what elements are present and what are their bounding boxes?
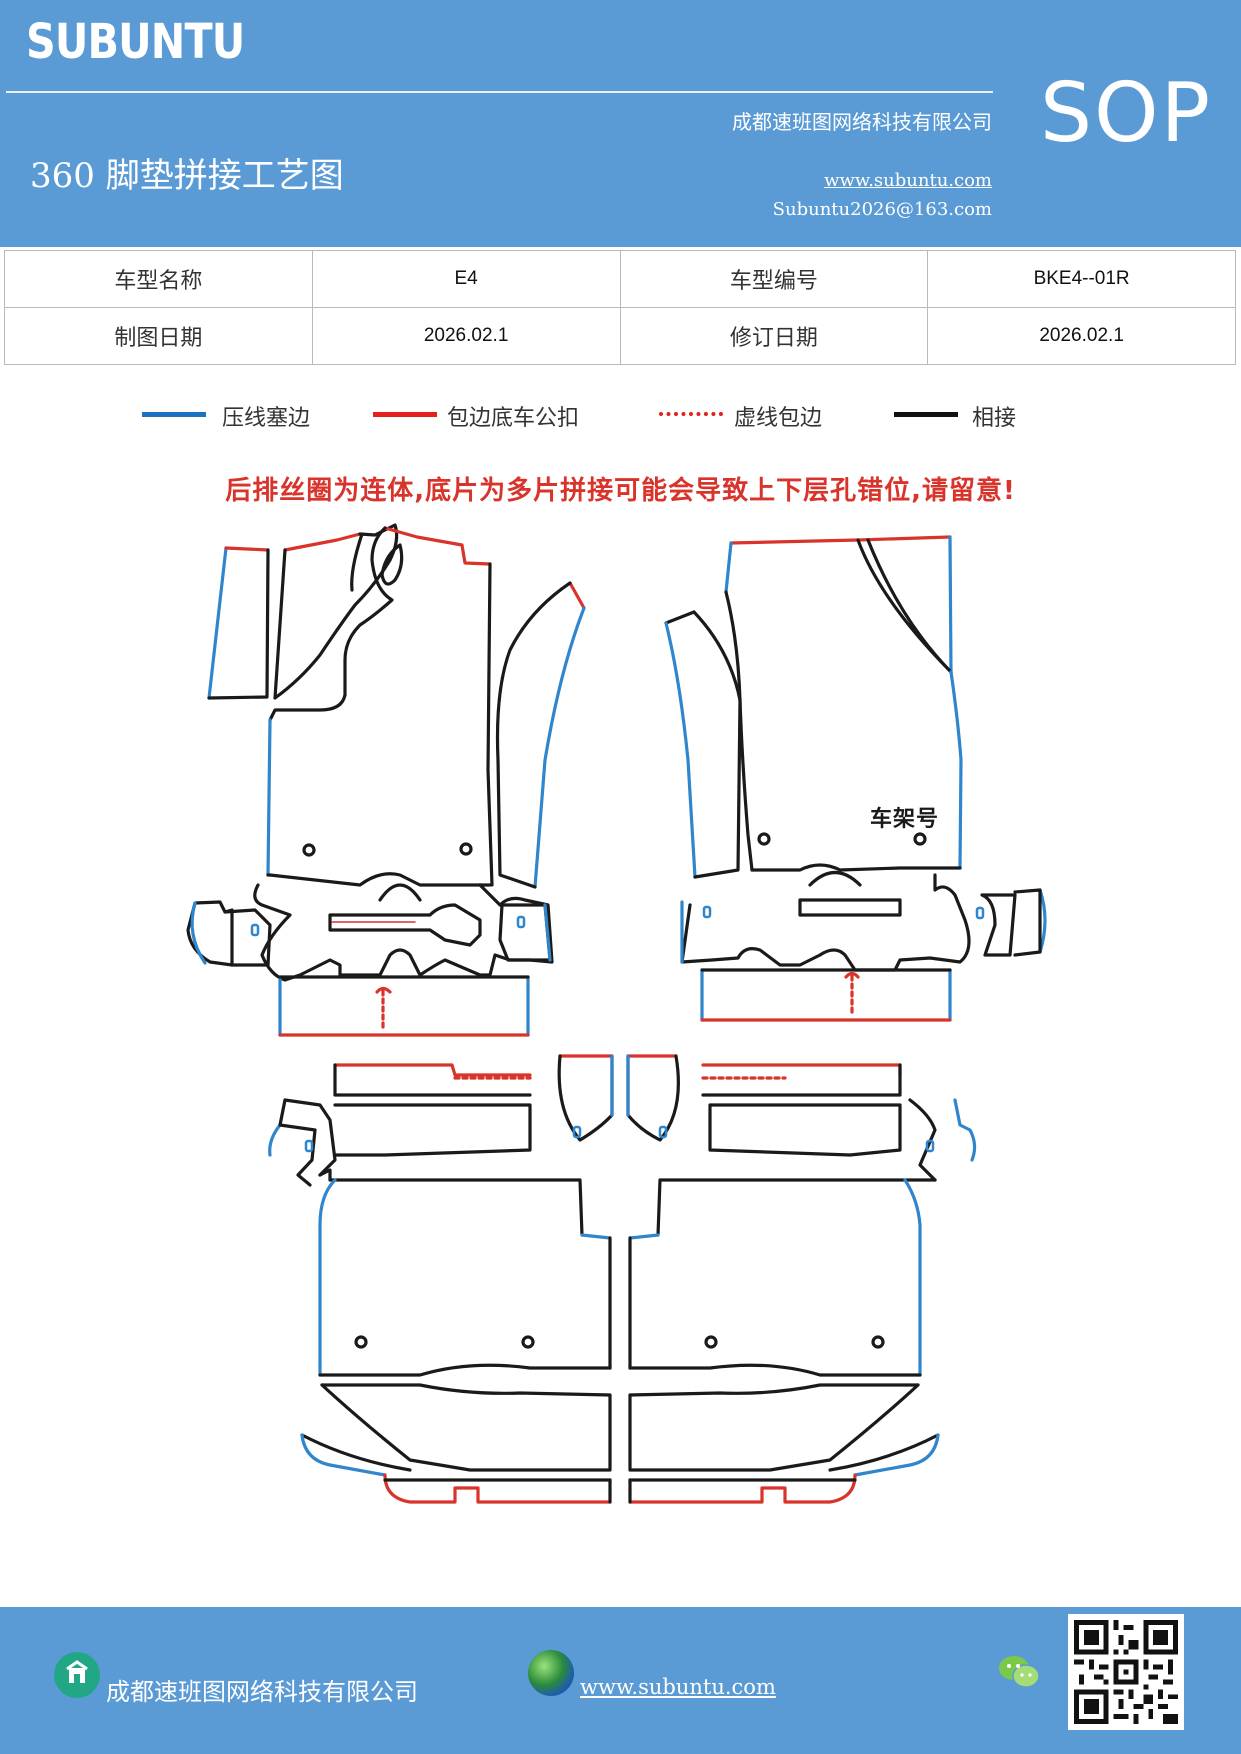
model-name-label: 车型名称 xyxy=(4,250,313,308)
sop-badge: SOP xyxy=(1040,66,1213,161)
legend-swatch-red-dashed xyxy=(659,412,723,416)
revise-date-value: 2026.02.1 xyxy=(927,307,1236,365)
draw-date-label: 制图日期 xyxy=(4,307,313,365)
legend-label: 虚线包边 xyxy=(734,406,823,431)
legend-swatch-blue xyxy=(142,412,206,417)
mat-splicing-diagram xyxy=(186,523,1047,1504)
footer-website-link[interactable]: www.subuntu.com xyxy=(580,1675,776,1699)
legend-label: 相接 xyxy=(972,406,1017,431)
rear-left-mat xyxy=(268,1054,614,1504)
draw-date-value: 2026.02.1 xyxy=(311,307,621,365)
header-banner xyxy=(0,0,1241,247)
revise-date-label: 修订日期 xyxy=(619,307,929,365)
rear-right-mat xyxy=(626,1054,977,1504)
brand-logo: SUBUNTU xyxy=(26,14,245,70)
building-icon xyxy=(54,1652,100,1698)
header-website-link[interactable]: www.subuntu.com xyxy=(824,170,992,191)
globe-icon xyxy=(528,1650,574,1696)
page-title: 360 脚垫拼接工艺图 xyxy=(30,156,344,196)
header-divider xyxy=(6,91,993,93)
model-code-label: 车型编号 xyxy=(619,250,929,308)
qr-code[interactable] xyxy=(1068,1614,1184,1730)
model-name-value: E4 xyxy=(311,250,621,308)
legend-label: 包边底车公扣 xyxy=(447,406,580,431)
footer-company: 成都速班图网络科技有限公司 xyxy=(106,1678,418,1706)
frame-number-label: 车架号 xyxy=(870,807,940,832)
front-right-mat xyxy=(664,535,1047,1022)
legend-swatch-black xyxy=(894,412,958,417)
legend-label: 压线塞边 xyxy=(222,406,311,431)
model-code-value: BKE4--01R xyxy=(927,250,1236,308)
warning-note: 后排丝圈为连体,底片为多片拼接可能会导致上下层孔错位,请留意! xyxy=(225,476,1016,506)
vehicle-info-table: 车型名称 E4 车型编号 BKE4--01R 制图日期 2026.02.1 修订… xyxy=(4,250,1236,365)
front-left-mat xyxy=(186,523,586,1037)
table-row: 车型名称 E4 车型编号 BKE4--01R xyxy=(4,250,1236,308)
header-company: 成都速班图网络科技有限公司 xyxy=(732,110,992,134)
wechat-icon xyxy=(996,1652,1042,1692)
header-email: Subuntu2026@163.com xyxy=(772,199,992,220)
table-row: 制图日期 2026.02.1 修订日期 2026.02.1 xyxy=(4,307,1236,365)
legend-swatch-red xyxy=(373,412,437,417)
